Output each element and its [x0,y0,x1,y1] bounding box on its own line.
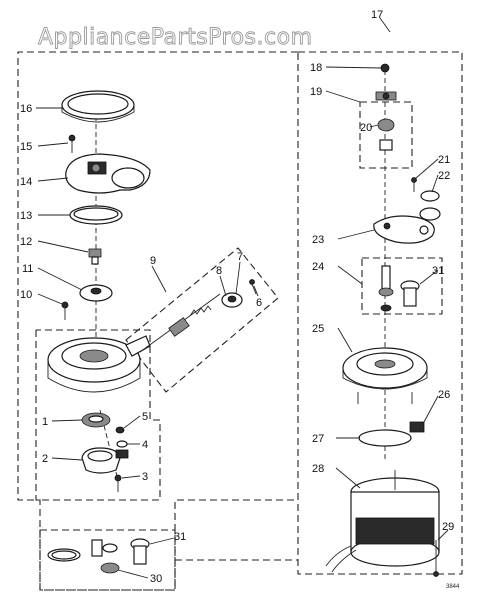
callout-16: 16 [20,103,32,115]
callout-27: 27 [312,433,324,445]
part-13-gasket [69,205,123,225]
callout-23: 23 [312,234,324,246]
part-24-shaft [378,265,394,312]
motor-assembly-box [297,51,463,575]
callout-31-left: 31 [174,531,186,543]
part-14-cover [65,153,151,194]
part-27-disc [358,429,412,447]
part-26-switch [409,421,425,433]
callout-28: 28 [312,463,324,475]
part-3-screw [114,474,122,492]
part-2-valve [81,447,129,474]
part-12-nut [88,248,102,265]
diagram-code: 3844 [446,584,460,590]
callout-19: 19 [310,86,322,98]
part-18-clip [380,63,390,73]
seal-kit-box [39,529,176,591]
part-16-ring [61,90,135,123]
part-22-grommet [419,190,441,221]
callout-29: 29 [442,521,454,533]
callout-2: 2 [42,453,48,465]
part-6-screw [249,279,257,295]
gear-subassembly-box [359,101,413,169]
upper-housing-box [35,329,161,501]
callout-3: 3 [142,471,148,483]
part-20-gear [377,118,395,151]
callout-18: 18 [310,62,322,74]
part-10-screw [61,301,69,320]
callout-24: 24 [312,261,324,273]
callout-31-right: 31 [432,265,444,277]
part-31-bushing [400,280,420,307]
callout-22: 22 [438,170,450,182]
callout-20: 20 [360,122,372,134]
part-11-impeller [79,284,113,302]
callout-17: 17 [371,9,383,21]
callout-25: 25 [312,323,324,335]
part-28-motor [325,470,440,573]
leader-lines [36,17,449,579]
callout-12: 12 [20,236,32,248]
callout-5: 5 [142,411,148,423]
part-4-washer [116,440,128,448]
part-31-seal-bushing [130,538,150,565]
part-23-plate [373,215,435,244]
callout-11: 11 [22,263,33,275]
callout-26: 26 [438,389,450,401]
main-assembly-box [17,51,298,591]
callout-7: 7 [237,251,243,263]
part-30-seal-kit [47,539,120,574]
callout-15: 15 [20,141,32,153]
callout-14: 14 [20,176,32,188]
callout-30: 30 [150,573,162,585]
pump-parts-box [125,247,279,393]
part-1-diaphragm [81,412,111,428]
pump-housing [47,335,151,393]
callout-8: 8 [216,265,222,277]
callout-10: 10 [20,289,32,301]
callout-1: 1 [42,416,48,428]
callout-4: 4 [142,439,148,451]
part-29-screw [433,540,439,577]
callout-13: 13 [20,210,32,222]
callout-9: 9 [150,255,156,267]
callout-6: 6 [256,297,262,309]
part-7-cap [221,292,243,308]
shaft-subassembly-box [361,257,443,315]
part-5-pin [115,426,125,434]
watermark: AppliancePartsPros.com [38,25,313,50]
callout-21: 21 [438,154,450,166]
part-25-motor-housing [342,347,428,404]
part-19-gear-bracket [375,91,397,101]
part-8-spring-assembly [139,293,221,353]
part-15-screw [68,134,76,153]
part-21-screw [411,177,417,192]
